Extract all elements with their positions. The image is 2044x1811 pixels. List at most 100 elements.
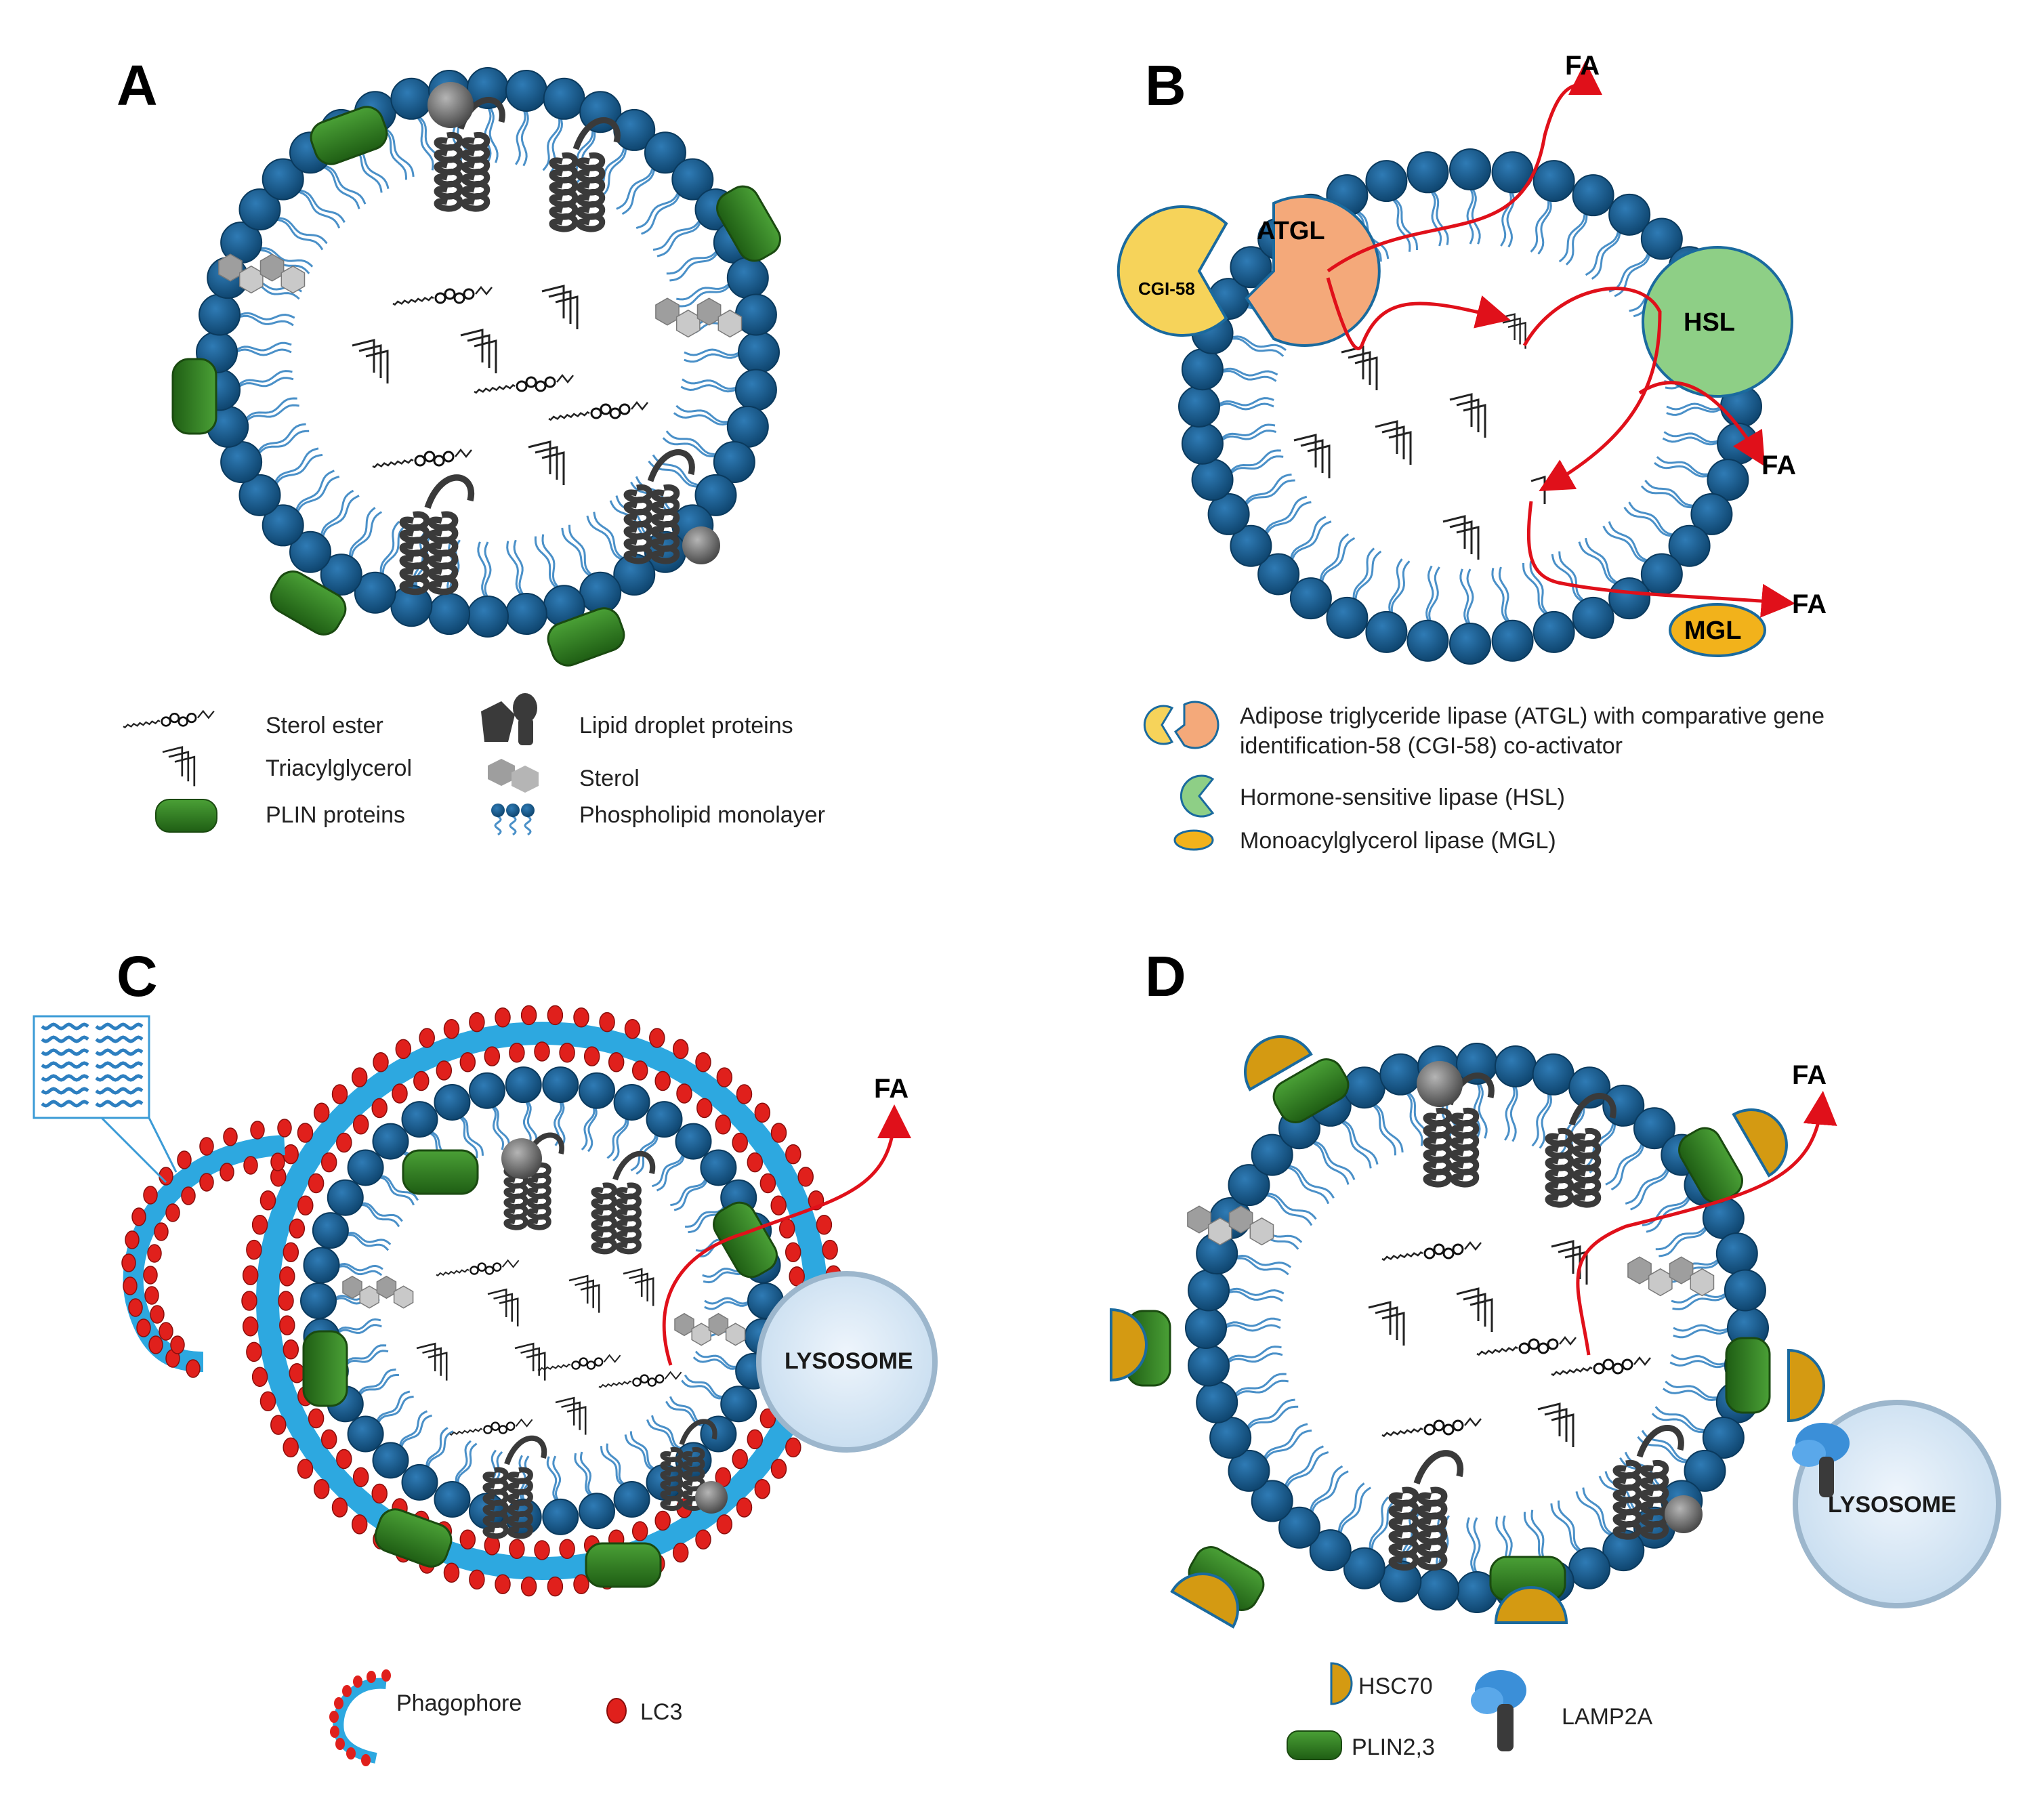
lc3-molecule bbox=[654, 1070, 671, 1091]
phospholipid-head bbox=[646, 1101, 683, 1138]
lc3-molecule bbox=[351, 1514, 368, 1535]
phospholipid-head bbox=[734, 369, 777, 411]
phospholipid-head bbox=[303, 1247, 340, 1284]
lc3-molecule bbox=[331, 1084, 348, 1104]
lipid-droplet-protein bbox=[1545, 1093, 1617, 1208]
triacylglycerol-glyph bbox=[526, 1352, 546, 1381]
lc3-molecule bbox=[822, 1239, 838, 1260]
lc3-molecule bbox=[308, 1408, 325, 1429]
lipid-droplet-protein bbox=[1612, 1425, 1684, 1540]
triacylglycerol-glyph bbox=[575, 1279, 594, 1308]
triacylglycerol-glyph bbox=[1307, 444, 1331, 478]
phospholipid-head bbox=[675, 1123, 712, 1160]
triacylglycerol-glyph bbox=[1375, 420, 1398, 454]
triacylglycerol-glyph bbox=[548, 290, 572, 324]
droplet-core-c bbox=[416, 1259, 682, 1436]
phospholipid-head bbox=[1633, 1107, 1675, 1150]
triacylglycerol-glyph bbox=[467, 334, 491, 368]
lc3-molecule bbox=[696, 1098, 713, 1119]
lc3-molecule bbox=[559, 1043, 575, 1063]
sterol-molecule bbox=[1627, 1256, 1715, 1297]
phospholipid-head bbox=[1185, 1307, 1227, 1349]
lc3-molecule bbox=[695, 1052, 711, 1073]
lc3-molecule bbox=[123, 1276, 138, 1295]
sterol-ester-glyph bbox=[372, 448, 472, 469]
lc3-molecule bbox=[297, 1195, 314, 1215]
lc3-molecule bbox=[181, 1186, 196, 1205]
phospholipid-head bbox=[1257, 553, 1300, 596]
lc3-molecule bbox=[759, 1173, 776, 1194]
lc3-molecule bbox=[308, 1173, 325, 1194]
lc3-molecule bbox=[199, 1173, 214, 1192]
lc3-molecule bbox=[246, 1341, 262, 1362]
lc3-molecule bbox=[144, 1286, 159, 1305]
sterol-molecule bbox=[1187, 1205, 1274, 1246]
sterol-ester-glyph bbox=[1381, 1417, 1482, 1438]
lipid-droplet-protein bbox=[549, 117, 621, 232]
legend-lamp2a: LAMP2A bbox=[1562, 1704, 1652, 1730]
lc3-molecule bbox=[459, 1529, 476, 1549]
legend-phospholipid-monolayer: Phospholipid monolayer bbox=[579, 802, 825, 828]
lc3-molecule bbox=[148, 1335, 163, 1354]
lc3-legend-icon bbox=[606, 1698, 627, 1724]
sterol-molecule bbox=[655, 297, 743, 338]
legend-phagophore: Phagophore bbox=[396, 1690, 522, 1716]
lc3-molecule bbox=[283, 1144, 299, 1165]
phospholipid-head bbox=[720, 1386, 757, 1423]
lc3-molecule bbox=[143, 1266, 158, 1285]
phospholipid-head bbox=[543, 77, 585, 120]
lc3-molecule bbox=[278, 1291, 294, 1311]
lc3-molecule bbox=[277, 1119, 292, 1138]
fa-label-d: FA bbox=[1792, 1060, 1827, 1090]
triacylglycerol-glyph bbox=[1456, 398, 1480, 432]
triacylglycerol-legend-icon bbox=[162, 746, 196, 787]
lc3-molecule bbox=[147, 1244, 162, 1263]
lc3-molecule bbox=[283, 1339, 299, 1360]
triacylglycerol-glyph bbox=[555, 295, 579, 329]
lc3-molecule bbox=[251, 1214, 268, 1235]
phospholipid-head bbox=[1640, 217, 1683, 260]
lc3-molecule bbox=[336, 1449, 352, 1470]
protein-globule bbox=[427, 82, 474, 128]
lc3-molecule bbox=[121, 1253, 136, 1272]
phospholipid-head bbox=[713, 441, 755, 484]
droplet-core-a bbox=[352, 285, 648, 485]
lc3-molecule bbox=[199, 1137, 214, 1156]
hsc70-protein bbox=[1494, 1586, 1568, 1624]
triacylglycerol-glyph bbox=[541, 285, 565, 318]
lc3-molecule bbox=[624, 1018, 641, 1039]
phospholipid-head bbox=[1406, 619, 1449, 662]
lc3-molecule bbox=[759, 1408, 776, 1429]
lc3-molecule bbox=[715, 1115, 732, 1135]
phospholipid-head bbox=[1181, 422, 1224, 465]
phospholipid-head bbox=[372, 1123, 409, 1160]
plin-protein bbox=[302, 1330, 348, 1407]
sterol-ester-glyph bbox=[537, 1354, 621, 1371]
lipid-droplet-protein bbox=[660, 1419, 717, 1512]
triacylglycerol-glyph bbox=[474, 339, 497, 373]
fa-label-b2: FA bbox=[1761, 451, 1796, 480]
phospholipid-head bbox=[613, 1481, 650, 1518]
phospholipid-head bbox=[1449, 623, 1491, 665]
triacylglycerol-glyph bbox=[528, 440, 551, 474]
lc3-molecule bbox=[371, 1483, 388, 1504]
phospholipid-head bbox=[467, 596, 509, 638]
phospholipid-head bbox=[700, 1149, 737, 1186]
lc3-molecule bbox=[413, 1070, 430, 1091]
triacylglycerol-glyph bbox=[1507, 321, 1526, 349]
phospholipid-head bbox=[1417, 1568, 1460, 1611]
phospholipid-head bbox=[1326, 596, 1369, 639]
lc3-molecule bbox=[716, 1067, 733, 1087]
lc3-molecule bbox=[165, 1203, 180, 1222]
phospholipid-head bbox=[1724, 1269, 1766, 1312]
phospholipid-head bbox=[1572, 174, 1614, 217]
lc3-molecule bbox=[395, 1039, 412, 1060]
lc3-molecule bbox=[754, 1478, 771, 1499]
hsc70-protein bbox=[1110, 1308, 1148, 1382]
lc3-molecule bbox=[313, 1478, 330, 1499]
legend-atgl-line1: Adipose triglyceride lipase (ATGL) with … bbox=[1240, 703, 1824, 729]
triacylglycerol-glyph bbox=[1449, 393, 1473, 427]
lc3-molecule bbox=[270, 1152, 285, 1171]
lc3-molecule bbox=[177, 1150, 192, 1169]
lc3-molecule bbox=[631, 1060, 648, 1081]
